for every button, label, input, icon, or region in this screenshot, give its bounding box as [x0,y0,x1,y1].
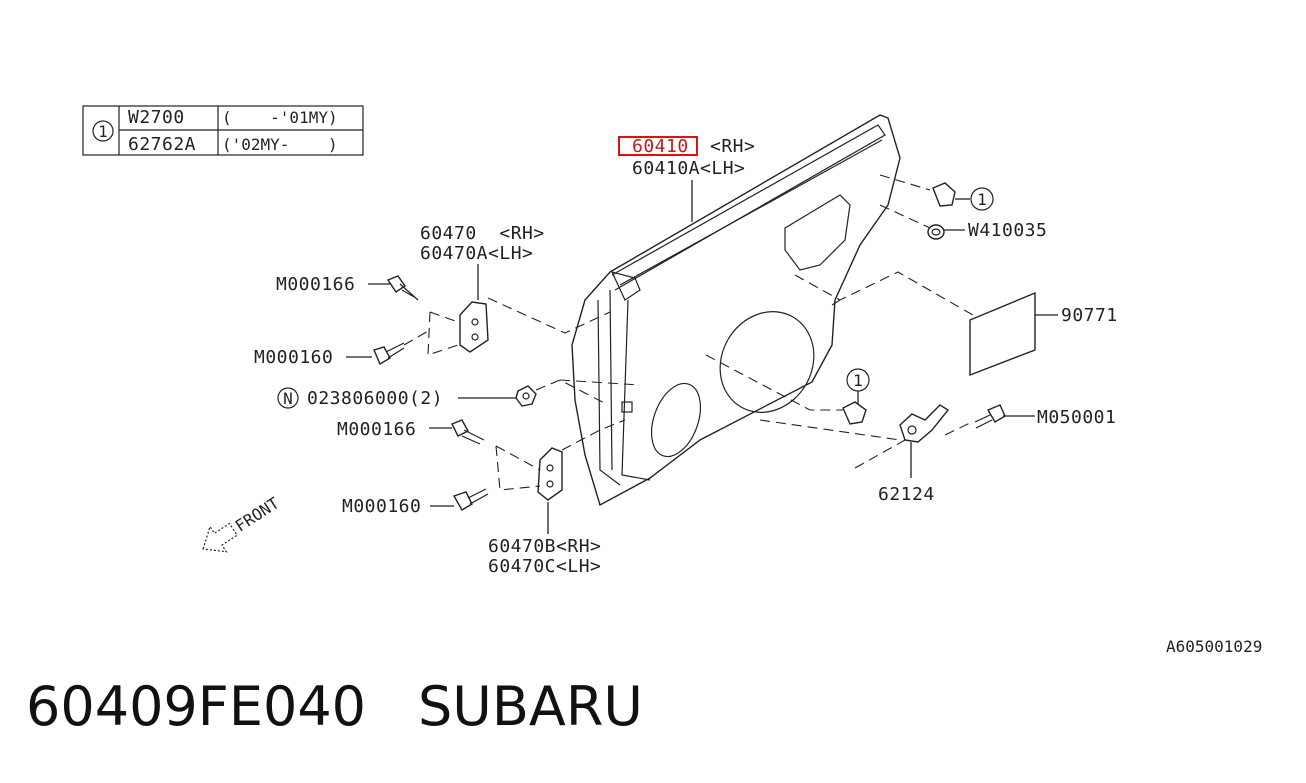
label-w410035[interactable]: W410035 [968,220,1047,241]
clip-ref1-mid [842,401,867,425]
grommet [927,224,945,240]
label-60470[interactable]: 60470 <RH> [420,223,545,244]
label-60410-rh: <RH> [710,136,755,157]
table-row-2-part: 62762A [128,134,196,155]
diagram-id: A605001029 [1166,637,1262,656]
label-60470B[interactable]: 60470B<RH> [488,536,601,557]
label-m000160-lower[interactable]: M000160 [342,496,421,517]
brand-name: SUBARU [418,675,643,738]
clip-ref1-top [932,182,956,207]
label-m000166-upper[interactable]: M000166 [276,274,355,295]
label-90771[interactable]: 90771 [1061,305,1118,326]
table-ref-number: 1 [98,122,108,141]
door-checker [899,404,950,443]
bolt-m000166-upper [386,275,419,301]
label-023806000[interactable]: 023806000(2) [307,388,443,409]
label-60470A[interactable]: 60470A<LH> [420,243,533,264]
table-row-1-part: W2700 [128,107,185,128]
bolt-m000166-lower [451,419,485,445]
door-panel [571,114,901,507]
n-note-circle [277,387,299,409]
part-number: 60409FE040 [26,675,367,738]
ref1-circle-top [970,187,994,211]
table-row-1-range: ( -'01MY) [222,108,338,127]
table-row-2-range: ('02MY- ) [222,135,338,154]
bolt-m050001 [974,404,1006,429]
label-60410A[interactable]: 60410A<LH> [632,158,745,179]
ref1-top: 1 [977,190,987,209]
label-60410[interactable]: 60410 [632,136,689,157]
label-m000160-upper[interactable]: M000160 [254,347,333,368]
label-62124[interactable]: 62124 [878,484,935,505]
pad [969,291,1036,377]
lower-hinge [537,447,563,501]
front-arrow: FRONT [202,493,283,553]
ref1-mid: 1 [853,371,863,390]
bolt-m000160-upper [373,342,405,366]
front-arrow-label: FRONT [232,493,283,535]
upper-hinge [459,301,489,353]
n-note: N [283,389,293,408]
variant-table: 1 W2700 ( -'01MY) 62762A ('02MY- ) [82,105,364,156]
highlight-60410 [618,136,698,156]
label-m050001[interactable]: M050001 [1037,407,1116,428]
bolt-m000160-lower [452,488,489,511]
table-ref-circle [92,120,114,142]
nut [515,385,537,407]
label-m000166-lower[interactable]: M000166 [337,419,416,440]
label-60470C[interactable]: 60470C<LH> [488,556,601,577]
